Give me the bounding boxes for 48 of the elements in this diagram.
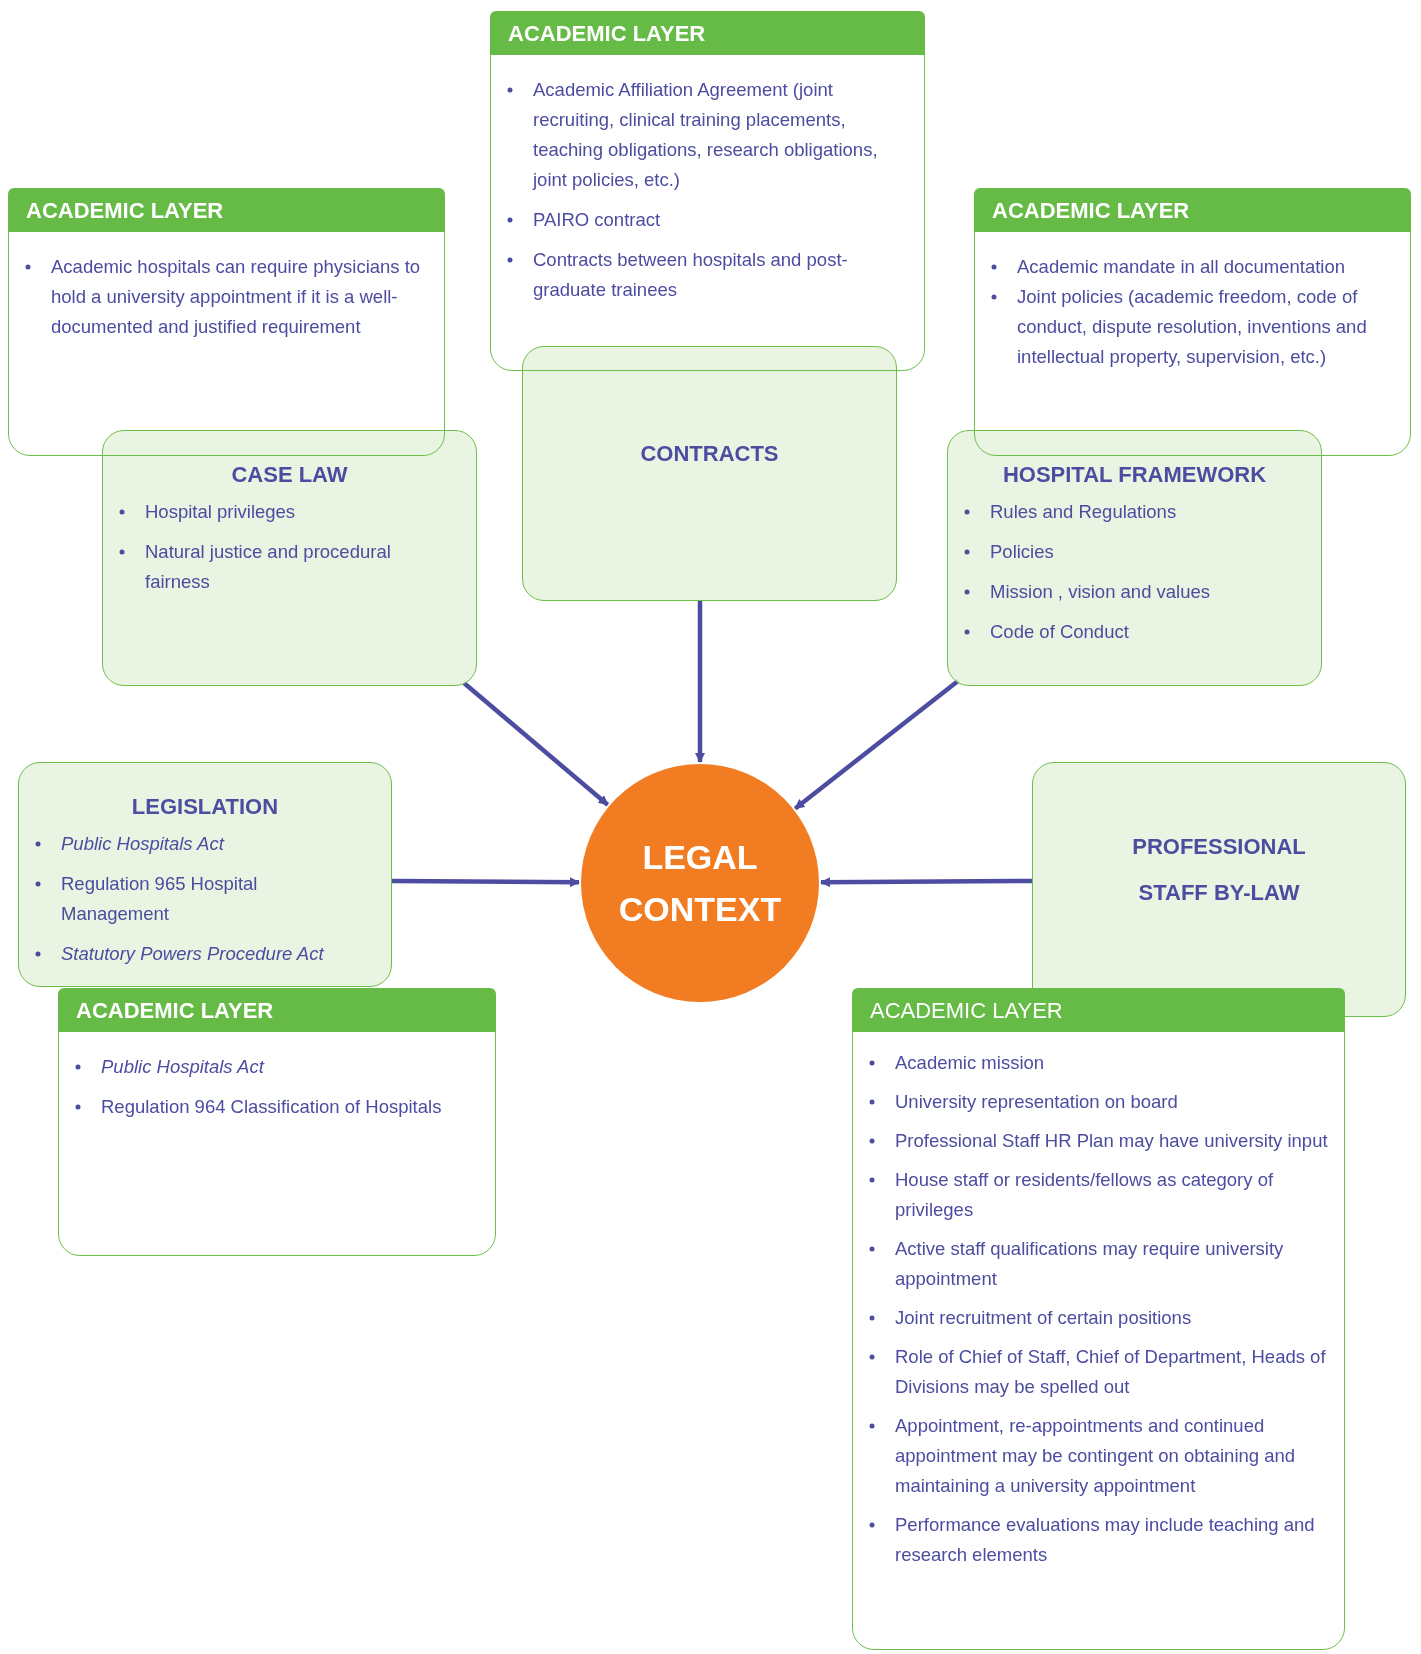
- bullet-text: Regulation 964 Classification of Hospitals: [101, 1096, 442, 1117]
- card-header: ACADEMIC LAYER: [8, 188, 445, 232]
- arrow: [793, 679, 960, 811]
- card-header: ACADEMIC LAYER: [974, 188, 1411, 232]
- bullet-text: Mission , vision and values: [990, 581, 1211, 602]
- card-header: ACADEMIC LAYER: [490, 11, 925, 55]
- box-title: CASE LAW: [230, 461, 349, 489]
- bullet-text: Active staff qualifications may require university appointment: [895, 1238, 1284, 1289]
- circle-label: LEGAL CONTEXT: [617, 837, 783, 930]
- box-title: LEGISLATION: [130, 793, 280, 821]
- bullet-text: University representation on board: [895, 1091, 1178, 1112]
- topic-box: [522, 346, 897, 601]
- bullet-text: Professional Staff HR Plan may have university input: [895, 1130, 1328, 1151]
- topic-box: [947, 430, 1322, 686]
- arrow: [695, 601, 705, 763]
- bullet-text: House staff or residents/fellows as category of privileges: [895, 1169, 1274, 1220]
- bullet-text: Contracts between hospitals and post-graduate trainees: [533, 249, 848, 300]
- bullet-text: PAIRO contract: [533, 209, 661, 230]
- arrow: [392, 877, 580, 888]
- bullet-text: Hospital privileges: [145, 501, 296, 522]
- bullet-text: Public Hospitals Act: [61, 833, 224, 854]
- bullet-text: Role of Chief of Staff, Chief of Department, Heads of Divisions may be spelled out: [895, 1346, 1326, 1397]
- bullet-text: Policies: [990, 541, 1054, 562]
- arrow: [820, 877, 1032, 888]
- bullet-text: Academic mandate in all documentation: [1017, 256, 1346, 277]
- bullet-text: Code of Conduct: [990, 621, 1129, 642]
- bullet-text: Joint recruitment of certain positions: [895, 1307, 1192, 1328]
- bullet-text: Public Hospitals Act: [101, 1056, 264, 1077]
- bullet-text: Natural justice and procedural fairness: [145, 541, 391, 592]
- bullet-text: Statutory Powers Procedure Act: [61, 943, 324, 964]
- box-title: PROFESSIONAL STAFF BY-LAW: [1131, 832, 1307, 907]
- card-header: ACADEMIC LAYER: [852, 988, 1345, 1032]
- bullet-text: Joint policies (academic freedom, code of conduct, dispute resolution, inventions and intellectual property, supervision, etc.): [1017, 286, 1367, 367]
- box-title: HOSPITAL FRAMEWORK: [1001, 461, 1268, 489]
- bullet-text: Performance evaluations may include teaching and research elements: [895, 1514, 1315, 1565]
- bullet-text: Appointment, re-appointments and continued appointment may be contingent on obtaining and maintaining a university appointment: [895, 1415, 1296, 1496]
- topic-box: [102, 430, 477, 686]
- arrow: [462, 681, 610, 807]
- topic-box: [18, 762, 392, 987]
- academic-layer-card: [58, 988, 496, 1256]
- academic-layer-card: [852, 988, 1345, 1650]
- bullet-text: Rules and Regulations: [990, 501, 1177, 522]
- bullet-text: Academic mission: [895, 1052, 1045, 1073]
- bullet-text: Regulation 965 Hospital Management: [61, 873, 258, 924]
- box-title: CONTRACTS: [640, 439, 779, 468]
- bullet-text: Academic hospitals can require physicians to hold a university appointment if it is a well-documented and justified requirement: [51, 256, 421, 337]
- card-header: ACADEMIC LAYER: [58, 988, 496, 1032]
- bullet-text: Academic Affiliation Agreement (joint recruiting, clinical training placements, teaching obligations, research obligations, joint policies, etc.): [533, 79, 878, 190]
